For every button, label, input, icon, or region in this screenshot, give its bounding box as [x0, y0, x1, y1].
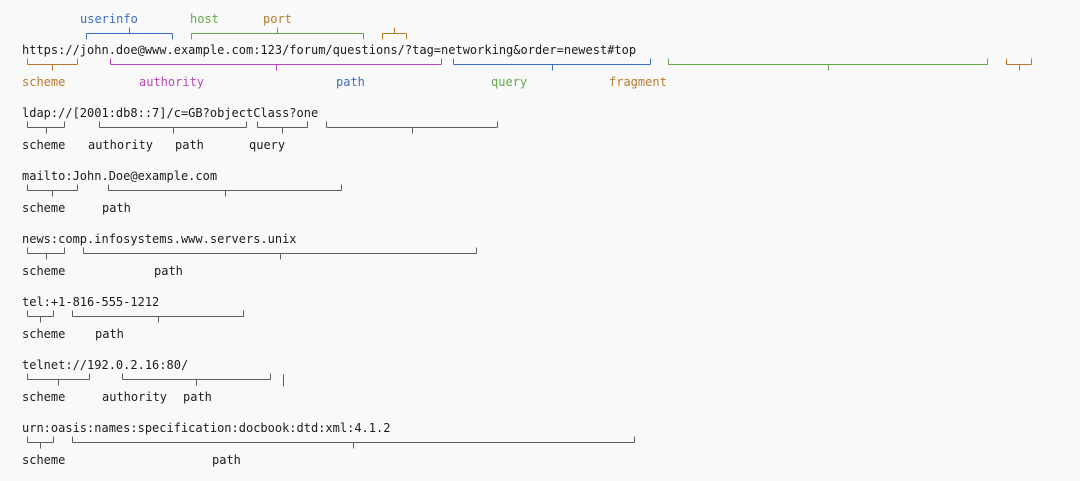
- bracket-query: [668, 58, 988, 71]
- bracket-path: [257, 121, 308, 134]
- bracket-path: [453, 58, 651, 71]
- label-authority: authority: [102, 390, 168, 404]
- label-authority: authority: [139, 75, 205, 89]
- bracket-path: [83, 247, 477, 260]
- label-authority: authority: [88, 138, 154, 152]
- label-scheme: scheme: [22, 201, 66, 215]
- label-scheme: scheme: [22, 453, 66, 467]
- bracket-path: [108, 184, 342, 197]
- uri-example-mailto: mailto:John.Doe@example.com: [22, 169, 218, 183]
- bracket-path: [72, 436, 635, 449]
- label-path: path: [183, 390, 212, 404]
- bracket-scheme: [27, 310, 54, 323]
- uri-example-https: https://john.doe@www.example.com:123/for…: [22, 43, 637, 57]
- label-query: query: [249, 138, 286, 152]
- label-host: host: [190, 12, 219, 26]
- label-fragment: fragment: [609, 75, 667, 89]
- bracket-scheme: [27, 373, 90, 386]
- bracket-scheme: [27, 184, 78, 197]
- bracket-authority: [122, 373, 271, 386]
- label-path: path: [95, 327, 124, 341]
- bracket-userinfo: [86, 27, 173, 40]
- uri-example-ldap: ldap://[2001:db8::7]/c=GB?objectClass?on…: [22, 106, 319, 120]
- bracket-fragment: [1006, 58, 1032, 71]
- label-scheme: scheme: [22, 75, 66, 89]
- bracket-port: [382, 27, 407, 40]
- uri-example-news: news:comp.infosystems.www.servers.unix: [22, 232, 297, 246]
- bracket-path: [72, 310, 244, 323]
- bracket-authority: [99, 121, 247, 134]
- bracket-scheme: [27, 436, 54, 449]
- label-scheme: scheme: [22, 327, 66, 341]
- uri-example-urn: urn:oasis:names:specification:docbook:dt…: [22, 421, 391, 435]
- bracket-scheme: [27, 247, 65, 260]
- label-query: query: [491, 75, 528, 89]
- bracket-scheme: [27, 121, 65, 134]
- label-scheme: scheme: [22, 138, 66, 152]
- bracket-authority: [110, 58, 442, 71]
- label-scheme: scheme: [22, 390, 66, 404]
- label-path: path: [154, 264, 183, 278]
- label-path: path: [175, 138, 204, 152]
- label-userinfo: userinfo: [80, 12, 138, 26]
- uri-example-telnet: telnet://192.0.2.16:80/: [22, 358, 189, 372]
- label-path: path: [102, 201, 131, 215]
- label-path: path: [212, 453, 241, 467]
- uri-example-tel: tel:+1-816-555-1212: [22, 295, 160, 309]
- bracket-query: [326, 121, 498, 134]
- label-path: path: [336, 75, 365, 89]
- bracket-scheme: [27, 58, 78, 71]
- label-scheme: scheme: [22, 264, 66, 278]
- label-port: port: [263, 12, 292, 26]
- bracket-host: [191, 27, 364, 40]
